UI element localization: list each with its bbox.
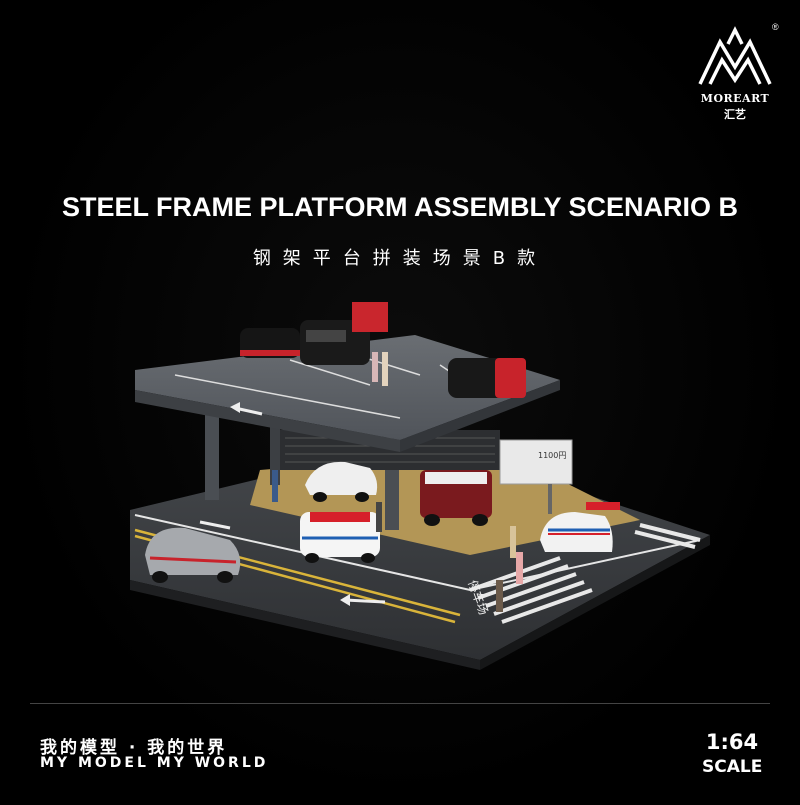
diorama-illustration: 停车场 1100円 (130, 302, 710, 670)
upper-car-black-red (240, 328, 300, 358)
scale-label: SCALE (702, 757, 763, 777)
product-title-cn: 钢架平台拼装场景B款 (252, 248, 548, 269)
slogan-cn: 我的模型 · 我的世界 (40, 738, 228, 758)
upper-car-right (448, 358, 526, 398)
registered-mark: ® (772, 22, 779, 32)
footer-divider (30, 703, 770, 704)
car-martini-porsche (540, 502, 620, 552)
car-mini-martini (300, 512, 380, 563)
brand-name-cn: 汇艺 (724, 108, 746, 121)
brand-name: MOREART (700, 92, 770, 105)
price-sign: 1100円 (499, 439, 573, 514)
upper-van-black (300, 302, 388, 365)
slogan-en: MY MODEL MY WORLD (40, 755, 269, 771)
price-sign-text: 1100円 (538, 451, 566, 460)
car-white-rx7 (305, 461, 378, 502)
product-title-en: STEEL FRAME PLATFORM ASSEMBLY SCENARIO B (61, 192, 739, 222)
car-silver-porsche (145, 527, 241, 583)
scale-value: 1:64 (705, 730, 759, 754)
figures-lower (272, 470, 523, 612)
brand-logo: MOREART 汇艺 ® (690, 22, 780, 132)
figures-upper (372, 352, 388, 386)
moreart-m-logo-icon (698, 26, 772, 85)
car-red-suv (420, 470, 492, 526)
